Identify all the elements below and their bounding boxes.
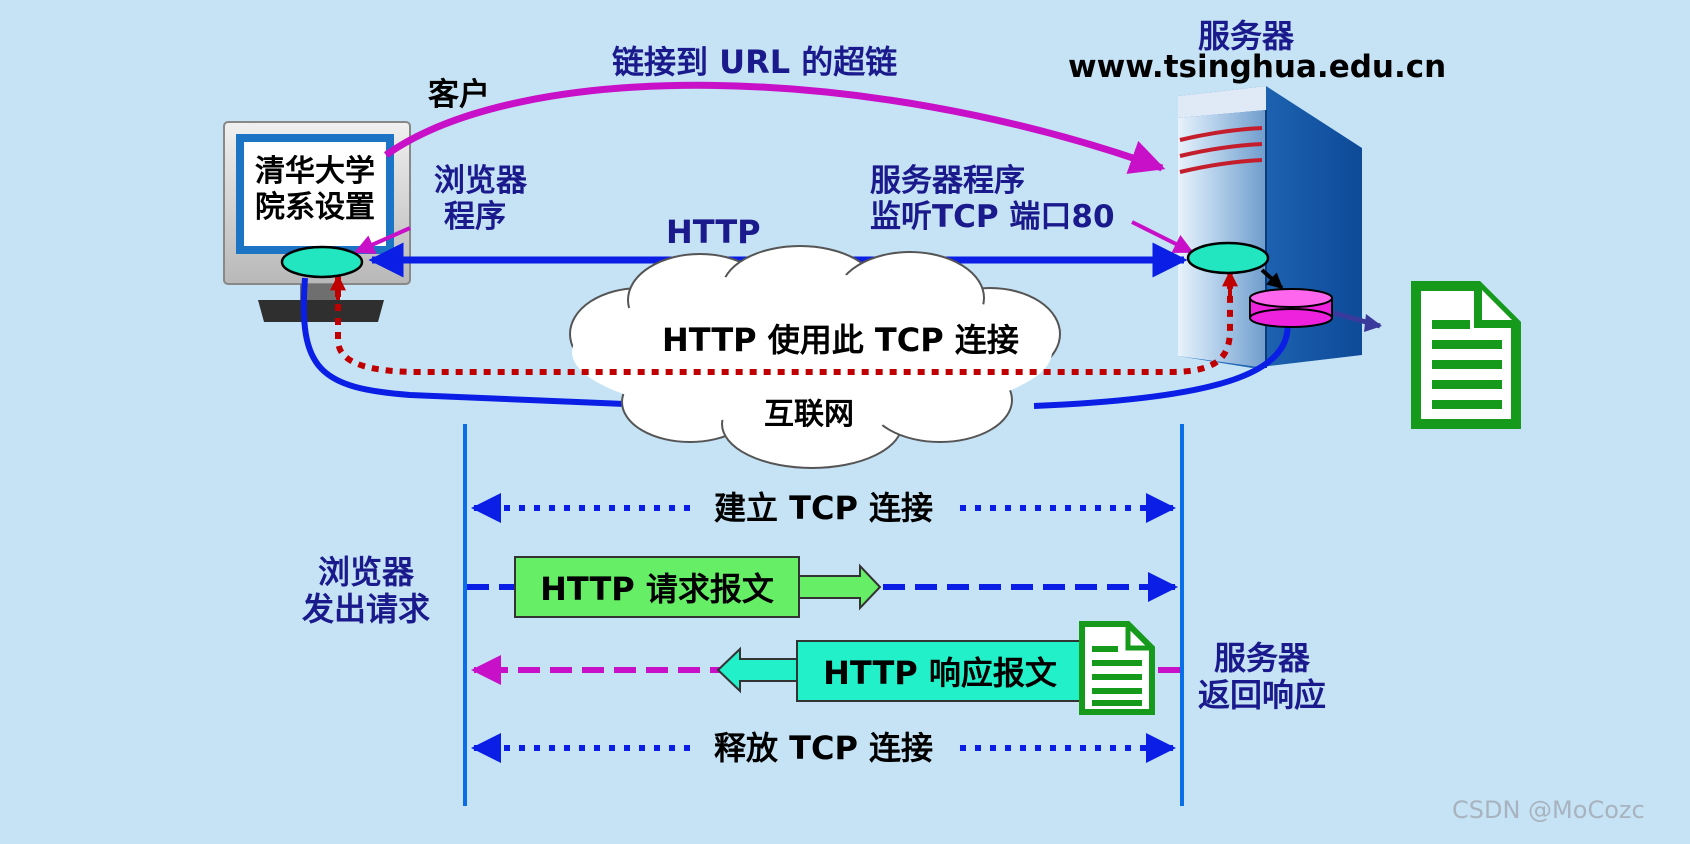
monitor-screen-text: 清华大学 院系设置 bbox=[246, 154, 384, 226]
browser-program-line-1: 浏览器 bbox=[434, 163, 527, 199]
browser-program-line-2: 程序 bbox=[444, 198, 506, 235]
release-tcp-label: 释放 TCP 连接 bbox=[714, 729, 934, 767]
hyperlink-label: 链接到 URL 的超链 bbox=[612, 43, 898, 81]
tcp-connection-dotted bbox=[335, 272, 1233, 375]
http-label: HTTP bbox=[666, 213, 761, 251]
disk-storage-icon bbox=[1249, 288, 1333, 328]
server-host: www.tsinghua.edu.cn bbox=[1068, 49, 1447, 85]
server-response-label: 服务器 返回响应 bbox=[1198, 640, 1326, 714]
establish-tcp-label: 建立 TCP 连接 bbox=[714, 489, 934, 527]
internet-cloud-icon bbox=[569, 245, 1061, 469]
server-title: 服务器 bbox=[1198, 17, 1295, 55]
browser-program-label: 浏览器 程序 bbox=[434, 163, 527, 235]
server-program-line-1: 服务器程序 bbox=[870, 163, 1025, 199]
browser-request-line-1: 浏览器 bbox=[318, 553, 415, 591]
watermark: CSDN @MoCozc bbox=[1452, 796, 1645, 824]
client-network-wire bbox=[300, 277, 626, 407]
browser-program-oval bbox=[280, 245, 364, 279]
server-program-line-2: 监听TCP 端口80 bbox=[870, 198, 1115, 235]
server-response-line-2: 返回响应 bbox=[1198, 675, 1327, 714]
internet-label: 互联网 bbox=[764, 397, 854, 432]
document-icon bbox=[1411, 281, 1521, 429]
browser-request-line-2: 发出请求 bbox=[302, 589, 431, 628]
disk-to-document-arrowhead bbox=[1364, 314, 1382, 332]
server-program-label: 服务器程序 监听TCP 端口80 bbox=[870, 163, 1115, 235]
http-response-box: HTTP 响应报文 bbox=[796, 640, 1084, 702]
server-program-oval bbox=[1186, 241, 1270, 275]
http-request-box: HTTP 请求报文 bbox=[514, 556, 800, 618]
screen-line-2: 院系设置 bbox=[255, 190, 375, 225]
response-block-arrow bbox=[716, 646, 801, 694]
browser-request-label: 浏览器 发出请求 bbox=[302, 554, 430, 628]
computer-monitor-icon bbox=[223, 121, 411, 322]
hyperlink-arc bbox=[383, 81, 1166, 174]
client-label: 客户 bbox=[428, 77, 490, 113]
server-response-line-1: 服务器 bbox=[1214, 639, 1311, 677]
server-network-wire bbox=[1033, 311, 1291, 409]
request-block-arrow bbox=[797, 563, 882, 611]
screen-line-1: 清华大学 bbox=[255, 154, 375, 189]
browser-pointer bbox=[354, 226, 411, 254]
response-document-icon bbox=[1079, 621, 1155, 715]
tcp-usage-label: HTTP 使用此 TCP 连接 bbox=[662, 321, 1019, 359]
oval-to-disk-arrow bbox=[1260, 268, 1284, 290]
